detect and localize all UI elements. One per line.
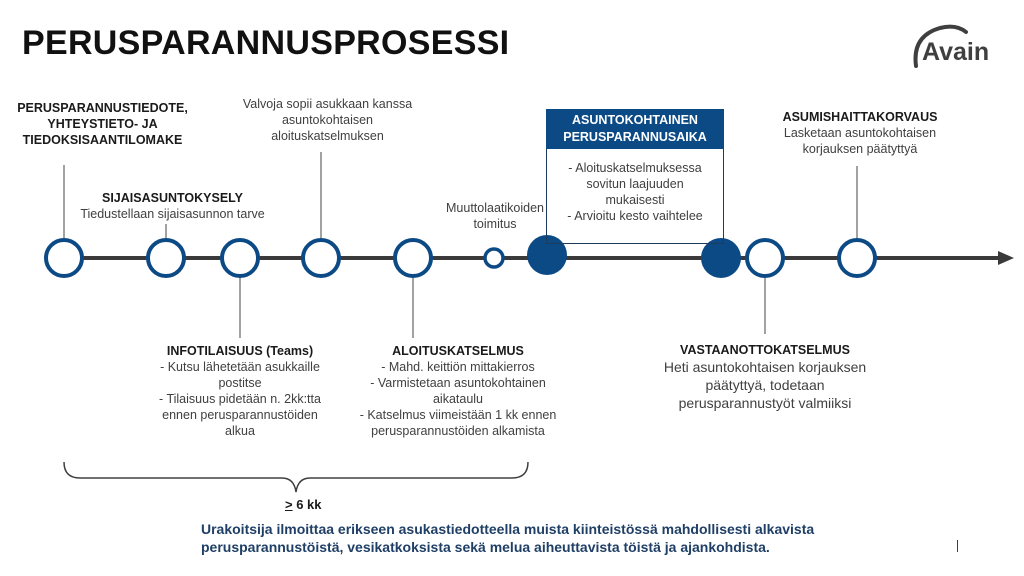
duration-prefix: > — [285, 497, 293, 512]
milestone-aloitus — [393, 238, 433, 278]
label-tiedote: PERUSPARANNUSTIEDOTE, YHTEYSTIETO- JA TI… — [17, 101, 188, 147]
duration-text: 6 kk — [292, 497, 322, 512]
milestone-vastaanotto — [745, 238, 785, 278]
duration-brace — [63, 461, 529, 493]
timeline-arrow-icon — [998, 251, 1014, 265]
perusparannusaika-header: ASUNTOKOHTAINEN PERUSPARANNUSAIKA — [546, 109, 724, 149]
milestone-perusparannus-start — [527, 235, 567, 275]
label-aloituskatselmus: ALOITUSKATSELMUS - Mahd. keittiön mittak… — [359, 344, 557, 438]
logo-swoosh-icon — [913, 24, 968, 68]
label-sijaisasunto: SIJAISASUNTOKYSELY Tiedustellaan sijaisa… — [80, 191, 265, 221]
milestone-sijaisasunto — [146, 238, 186, 278]
milestone-tiedote — [44, 238, 84, 278]
footer-separator — [957, 540, 958, 552]
logo-text: Avain — [922, 38, 990, 66]
label-perusparannusaika: - Aloituskatselmuksessa sovitun laajuude… — [567, 161, 703, 223]
footer-note: Urakoitsija ilmoittaa erikseen asukastie… — [201, 521, 815, 555]
label-vastaanotto: VASTAANOTTOKATSELMUS Heti asuntokohtaise… — [663, 343, 867, 411]
milestone-asumishaitta — [837, 238, 877, 278]
page-title: PERUSPARANNUSPROSESSI — [22, 24, 510, 62]
label-infotilaisuus: INFOTILAISUUS (Teams) - Kutsu lähetetään… — [159, 344, 321, 438]
milestone-muuttolaatikot — [483, 247, 505, 269]
label-muuttolaatikot: Muuttolaatikoiden toimitus — [446, 201, 544, 231]
milestone-valvoja — [301, 238, 341, 278]
label-valvoja: Valvoja sopii asukkaan kanssa asuntokoht… — [242, 97, 413, 143]
milestone-perusparannus-end — [701, 238, 741, 278]
duration-label: > 6 kk — [285, 497, 322, 512]
label-asumishaitta: ASUMISHAITTAKORVAUS Lasketaan asuntokoht… — [782, 110, 938, 156]
milestone-infotilaisuus — [220, 238, 260, 278]
avain-logo: Avain — [906, 22, 1002, 76]
